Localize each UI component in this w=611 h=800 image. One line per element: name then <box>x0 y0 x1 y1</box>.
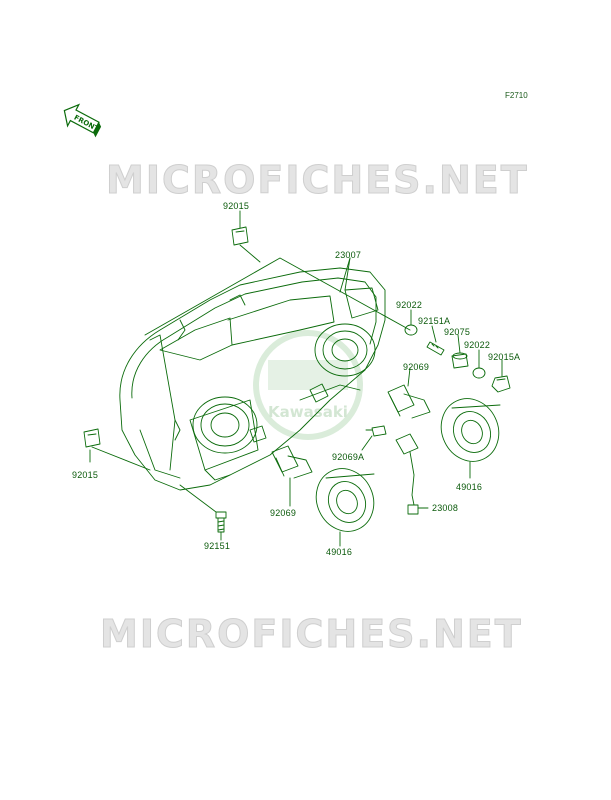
part-label-49016-right: 49016 <box>456 482 483 492</box>
watermark-bottom: MICROFICHES.NET <box>100 612 523 657</box>
part-label-92151a: 92151A <box>418 316 451 326</box>
part-label-92015a: 92015A <box>488 352 521 362</box>
nut-92015a <box>491 375 511 393</box>
grommet-92075 <box>451 352 469 369</box>
part-label-92069-right: 92069 <box>403 362 430 372</box>
socket-23008 <box>395 433 419 515</box>
watermark-top: MICROFICHES.NET <box>106 158 529 203</box>
part-label-92022-b: 92022 <box>464 340 491 350</box>
part-label-92022-a: 92022 <box>396 300 423 310</box>
bulb-92069a <box>365 425 387 437</box>
part-label-92069-left: 92069 <box>270 508 297 518</box>
part-label-23008: 23008 <box>432 503 459 513</box>
brand-text: Kawasaki <box>268 403 348 421</box>
screw-92151 <box>215 511 227 533</box>
washer-92022-a <box>404 324 418 336</box>
part-label-49016-left: 49016 <box>326 547 353 557</box>
front-arrow-icon: FRONT <box>63 103 102 138</box>
clip-92015-top <box>231 226 249 246</box>
cover-49016-right <box>440 398 501 462</box>
bulb-92069-left <box>271 445 313 479</box>
part-label-92151: 92151 <box>204 541 231 551</box>
lower-reflector <box>192 396 258 454</box>
part-label-92075: 92075 <box>444 327 471 337</box>
part-label-23007: 23007 <box>335 250 362 260</box>
socket-lower <box>249 425 267 443</box>
figure-code: F2710 <box>505 91 528 100</box>
socket-upper <box>309 383 329 403</box>
washer-92022-b <box>472 367 486 379</box>
adjuster-92151a <box>426 341 445 356</box>
part-label-92069a: 92069A <box>332 452 365 462</box>
part-label-92015-top: 92015 <box>223 201 250 211</box>
upper-reflector <box>314 323 376 377</box>
bulb-92069-right <box>387 384 431 419</box>
kawasaki-logo: Kawasaki <box>253 330 363 440</box>
part-label-92015-left: 92015 <box>72 470 99 480</box>
clip-92015-left <box>83 428 101 448</box>
headlight-housing <box>119 267 386 491</box>
cover-49016-left <box>315 468 375 532</box>
